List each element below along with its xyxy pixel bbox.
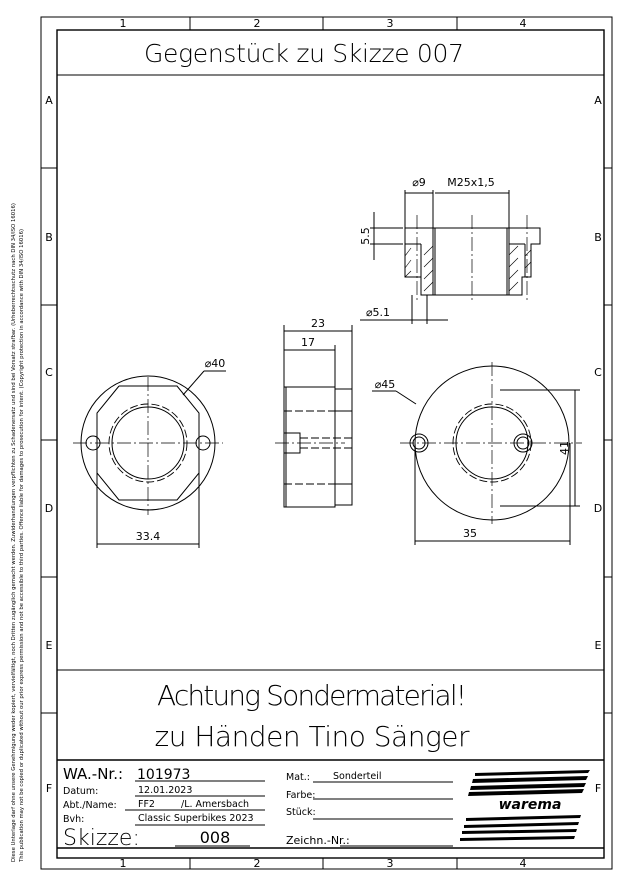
front-view: ⌀40 33.4 — [73, 357, 226, 548]
wa-label: WA.-Nr.: — [63, 765, 123, 783]
col-label: 2 — [254, 857, 261, 870]
dim-w35: 35 — [463, 527, 477, 540]
dim-w17: 17 — [301, 336, 315, 349]
row-label: C — [45, 366, 53, 379]
mat-value: Sonderteil — [333, 771, 382, 782]
dim-d45: ⌀45 — [375, 378, 396, 391]
column-labels: 1 2 3 4 1 2 3 4 — [120, 17, 527, 870]
abt-value: FF2 — [138, 799, 155, 810]
section-view: ⌀9 M25x1,5 5.5 ⌀5.1 — [359, 176, 541, 324]
dim-d9: ⌀9 — [412, 176, 426, 189]
row-label: C — [594, 366, 602, 379]
warema-logo: warema — [460, 770, 590, 841]
row-label: E — [595, 639, 602, 652]
logo-text: warema — [499, 797, 562, 813]
col-label: 1 — [120, 857, 127, 870]
stueck-label: Stück: — [286, 807, 316, 818]
skizze-value: 008 — [200, 828, 231, 847]
dim-h55: 5.5 — [359, 227, 372, 245]
row-label: B — [45, 231, 53, 244]
row-label: B — [594, 231, 602, 244]
mat-label: Mat.: — [286, 772, 310, 783]
col-label: 4 — [520, 17, 527, 30]
row-label: E — [46, 639, 53, 652]
row-label: A — [594, 94, 602, 107]
notice-line-1: Achtung Sondermaterial! — [157, 679, 467, 712]
farbe-label: Farbe: — [286, 790, 315, 801]
outer-frame — [40, 16, 613, 870]
row-label: D — [45, 502, 53, 515]
bvh-label: Bvh: — [63, 814, 84, 825]
dim-d40: ⌀40 — [205, 357, 226, 370]
abt-label: Abt./Name: — [63, 800, 117, 811]
datum-value: 12.01.2023 — [138, 785, 192, 796]
dim-h41: 41 — [558, 441, 571, 455]
grid-ticks — [41, 17, 612, 869]
row-labels: A B C D E F A B C D E F — [45, 94, 602, 795]
copyright-notice: Diese Unterlage darf ohne unsere Genehmi… — [11, 203, 25, 863]
zeichn-label: Zeichn.-Nr.: — [286, 834, 350, 847]
col-label: 3 — [387, 857, 394, 870]
title-block: WA.-Nr.: 101973 Datum: 12.01.2023 Abt./N… — [57, 759, 604, 851]
col-label: 3 — [387, 17, 394, 30]
row-label: D — [594, 502, 602, 515]
row-label: A — [45, 94, 53, 107]
copyright-de: Diese Unterlage darf ohne unsere Genehmi… — [11, 203, 17, 862]
datum-label: Datum: — [63, 786, 98, 797]
col-label: 2 — [254, 17, 261, 30]
notice-line-2: zu Händen Tino Sänger — [155, 720, 470, 753]
row-label: F — [595, 782, 601, 795]
dim-w23: 23 — [311, 317, 325, 330]
wa-value: 101973 — [137, 767, 190, 783]
row-label: F — [46, 782, 52, 795]
drawing-title: Gegenstück zu Skizze 007 — [144, 39, 464, 68]
col-label: 4 — [520, 857, 527, 870]
rear-view: ⌀45 41 35 — [372, 362, 582, 545]
col-label: 1 — [120, 17, 127, 30]
side-view: 23 17 — [275, 317, 353, 508]
bvh-value: Classic Superbikes 2023 — [138, 813, 254, 824]
name-value: /L. Amersbach — [181, 799, 249, 810]
dim-thread: M25x1,5 — [447, 176, 495, 189]
dim-d51: ⌀5.1 — [366, 306, 390, 319]
dim-w334: 33.4 — [136, 530, 161, 543]
skizze-label: Skizze: — [63, 826, 140, 851]
copyright-en: This publication may not be copied or du… — [19, 229, 25, 863]
inner-frame — [56, 29, 605, 859]
